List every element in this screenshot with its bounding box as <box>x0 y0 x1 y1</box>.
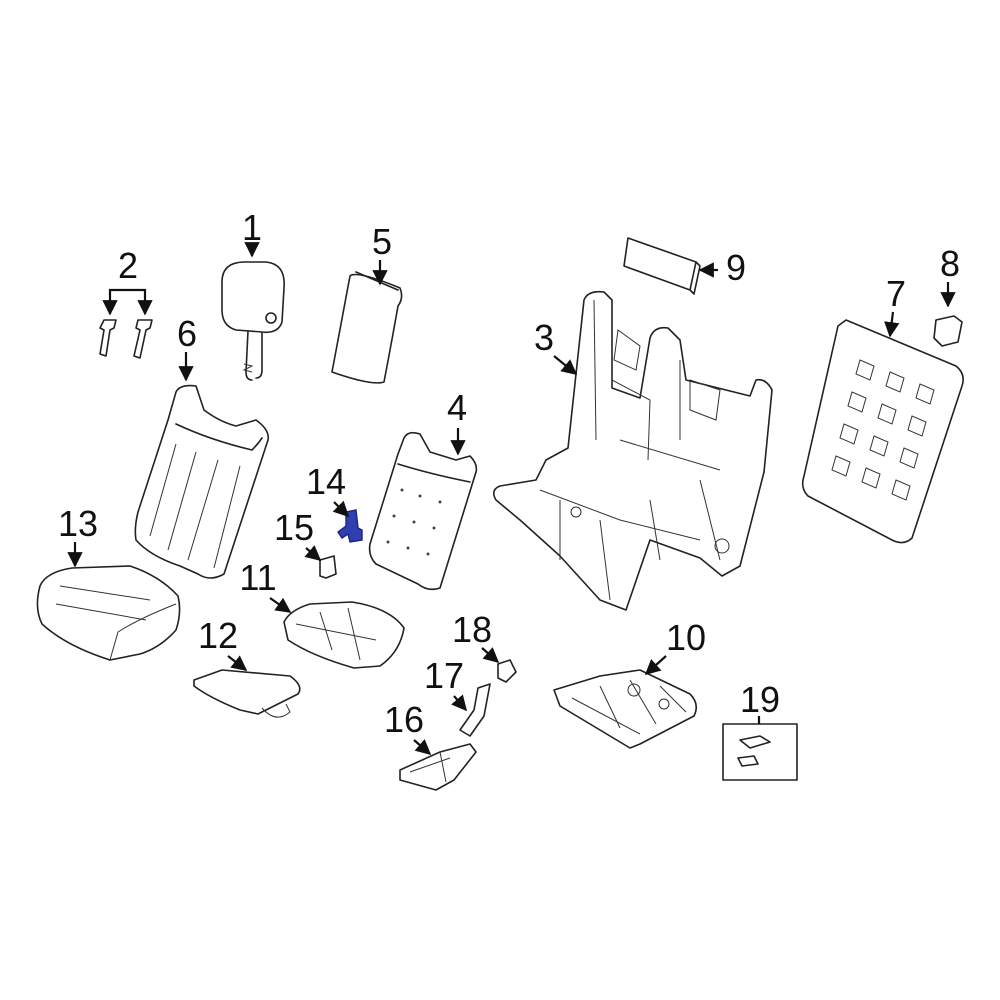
callout-14: 14 <box>306 461 346 502</box>
callout-2: 2 <box>118 245 138 286</box>
callout-13: 13 <box>58 503 98 544</box>
callout-4: 4 <box>447 387 467 428</box>
part-kit-box[interactable] <box>722 723 798 781</box>
callout-16: 16 <box>384 699 424 740</box>
part-backrest-pad[interactable] <box>331 271 403 384</box>
part-trim-cover[interactable] <box>399 743 477 791</box>
callout-5: 5 <box>372 221 392 262</box>
part-back-panel[interactable] <box>801 319 964 544</box>
part-cushion-pad[interactable] <box>283 601 405 669</box>
part-trim-clip[interactable] <box>319 555 337 579</box>
part-connector[interactable] <box>497 659 517 683</box>
callout-17: 17 <box>424 655 464 696</box>
callout-12: 12 <box>198 615 238 656</box>
callout-15: 15 <box>274 507 314 548</box>
part-cushion-heater[interactable] <box>193 669 301 718</box>
callout-1: 1 <box>242 207 262 248</box>
callout-10: 10 <box>666 617 706 658</box>
callout-18: 18 <box>452 609 492 650</box>
part-seat-cushion-cover[interactable] <box>36 565 181 661</box>
callout-7: 7 <box>886 273 906 314</box>
part-headrest[interactable] <box>221 261 285 381</box>
part-bracket-highlighted[interactable] <box>337 509 363 543</box>
callout-9: 9 <box>726 247 746 288</box>
callout-11: 11 <box>239 557 276 598</box>
part-frame-cover[interactable] <box>623 237 701 295</box>
callout-19: 19 <box>740 679 780 720</box>
callout-8: 8 <box>940 243 960 284</box>
callout-6: 6 <box>177 313 197 354</box>
part-seat-back-cover[interactable] <box>134 384 270 579</box>
part-seat-frame[interactable] <box>492 290 773 611</box>
part-headrest-guides[interactable] <box>99 319 153 359</box>
part-panel-clip[interactable] <box>933 315 963 347</box>
part-backrest-foam[interactable] <box>368 431 478 591</box>
part-trim-strip[interactable] <box>459 683 491 737</box>
part-cushion-frame[interactable] <box>553 669 698 749</box>
callout-3: 3 <box>534 317 554 358</box>
